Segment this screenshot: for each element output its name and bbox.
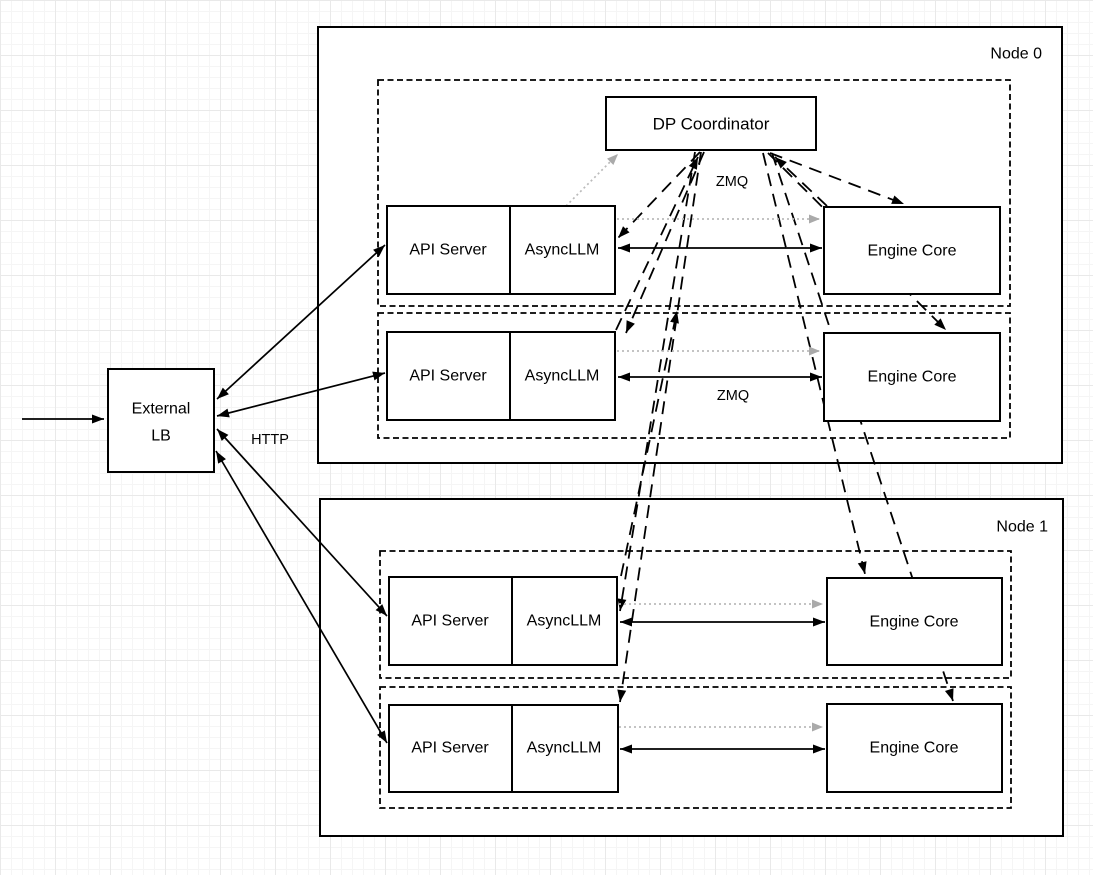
- api-asyncllm-node1-rank0: API Server AsyncLLM: [388, 576, 618, 666]
- engine-core-label: Engine Core: [870, 740, 959, 757]
- engine-core-node0-rank1: Engine Core: [823, 332, 1001, 422]
- node1-rank0-group: [379, 550, 1012, 679]
- dashed-arrow-dp-to-asyncllm-node0-rank1: [625, 151, 705, 334]
- dashed-arrow-dp-to-engine-core-node1-rank0: [762, 152, 867, 575]
- api-asyncllm-node0-rank0: API Server AsyncLLM: [386, 205, 616, 295]
- api-server-label: API Server: [409, 242, 487, 259]
- dp-coordinator-box: DP Coordinator: [605, 96, 817, 151]
- dashed-arrow-engine-core-node0-rank0-to-dp: [774, 156, 828, 207]
- api-server-label: API Server: [411, 740, 489, 757]
- node1-label: Node 1: [996, 519, 1048, 536]
- external-lb-label-line2: LB: [151, 428, 171, 445]
- asyncllm-label: AsyncLLM: [527, 740, 602, 757]
- engine-core-node0-rank0: Engine Core: [823, 206, 1001, 295]
- arrow-lb-api-node0-rank1: [216, 371, 386, 418]
- node0-rank0-group: [377, 79, 1011, 307]
- dashed-arrow-dp-to-asyncllm-node1-rank0: [617, 151, 696, 612]
- arrow-lb-api-node1-rank1: [215, 450, 388, 744]
- api-asyncllm-node0-rank1: API Server AsyncLLM: [386, 331, 616, 421]
- asyncllm-label: AsyncLLM: [525, 368, 600, 385]
- external-lb-box: External LB: [107, 368, 215, 473]
- external-lb-label-line1: External: [132, 401, 191, 418]
- dashed-arrow-dp-to-engine-core-node0-rank0: [769, 152, 905, 205]
- http-label: HTTP: [251, 432, 289, 448]
- dp-coordinator-label: DP Coordinator: [653, 115, 770, 134]
- zmq-label-top: ZMQ: [716, 174, 748, 190]
- api-server-label: API Server: [409, 368, 487, 385]
- node0-label: Node 0: [990, 46, 1042, 63]
- api-server-label: API Server: [411, 613, 489, 630]
- api-asyncllm-node1-rank1: API Server AsyncLLM: [388, 704, 619, 793]
- node0-rank1-group: [377, 312, 1011, 439]
- asyncllm-label: AsyncLLM: [527, 613, 602, 630]
- node1-rank1-group: [379, 686, 1012, 809]
- asyncllm-label: AsyncLLM: [525, 242, 600, 259]
- engine-core-node1-rank1: Engine Core: [826, 703, 1003, 793]
- engine-core-label: Engine Core: [868, 243, 957, 260]
- dotted-arrow-asyncllm-node0-rank0-to-dp: [565, 153, 619, 207]
- dashed-arrow-asyncllm-node1-rank0-up: [620, 310, 679, 577]
- engine-core-label: Engine Core: [868, 369, 957, 386]
- engine-core-label: Engine Core: [870, 614, 959, 631]
- zmq-label-bottom: ZMQ: [717, 388, 749, 404]
- engine-core-node1-rank0: Engine Core: [826, 577, 1003, 666]
